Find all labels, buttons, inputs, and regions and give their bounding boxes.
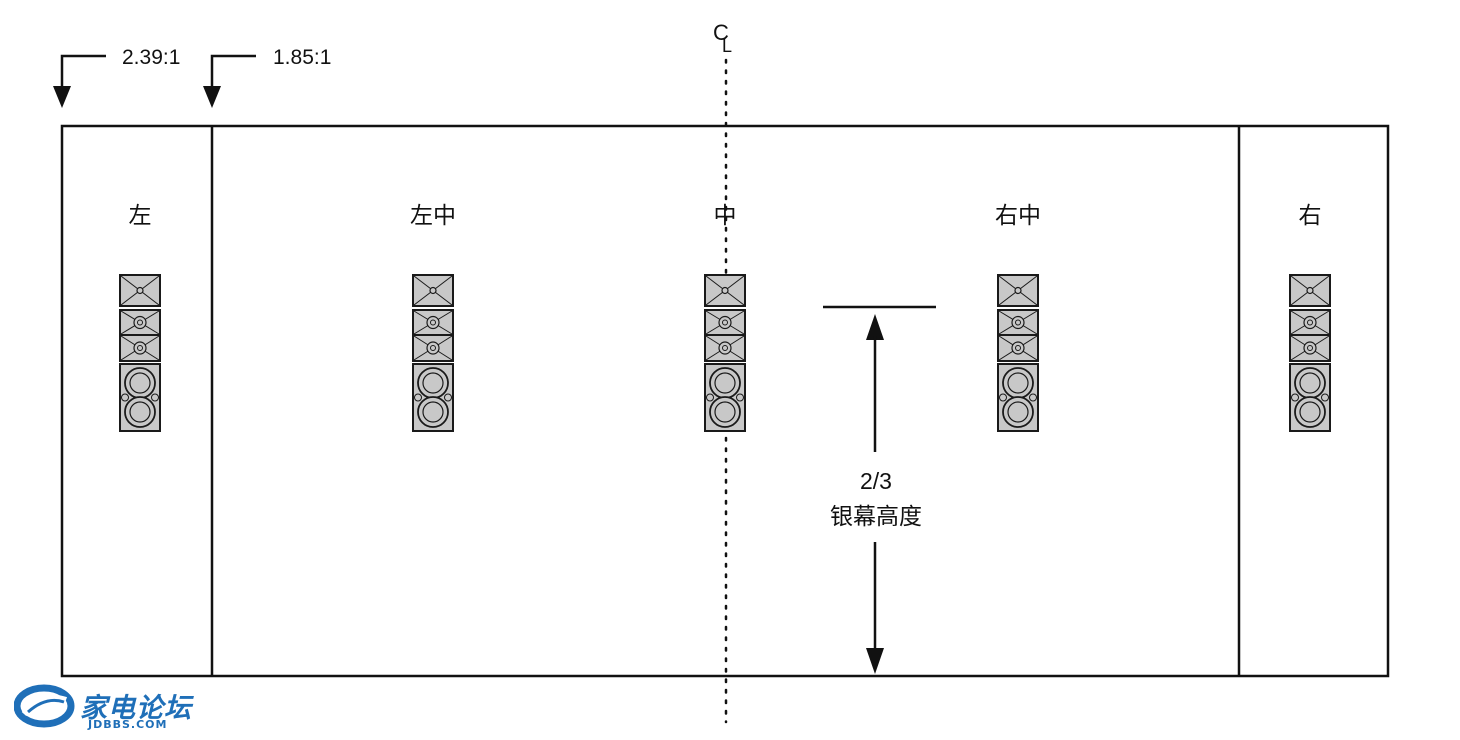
height-marker-down-arrow — [866, 648, 884, 674]
height-marker-up-arrow — [866, 314, 884, 340]
centerline-symbol-c: C — [713, 20, 729, 45]
centerline-symbol-l: L — [722, 36, 732, 56]
ratio-239-pointer: 2.39:1 — [53, 46, 180, 108]
ratio-239-label: 2.39:1 — [122, 46, 180, 69]
height-marker-caption: 银幕高度 — [830, 504, 922, 530]
centerline: C L — [713, 20, 732, 724]
speaker-cabinet-icon — [412, 274, 454, 432]
ratio-185-pointer: 1.85:1 — [203, 46, 331, 108]
speaker-label: 左 — [129, 203, 152, 229]
height-marker: 2/3 银幕高度 — [823, 305, 936, 674]
speaker-label: 中 — [714, 203, 737, 229]
speaker-group: 左 — [119, 203, 161, 432]
speaker-label: 左中 — [410, 203, 456, 229]
speaker-group: 左中 — [410, 203, 456, 432]
speaker-cabinet-icon — [1289, 274, 1331, 432]
watermark-name: 家电论坛 — [80, 693, 192, 724]
watermark-logo: 家电论坛 JDBBS.COM — [14, 684, 214, 732]
speaker-row: 左 左中 中 右中 右 — [119, 203, 1331, 432]
speaker-group: 右中 — [995, 203, 1041, 432]
speaker-cabinet-icon — [704, 274, 746, 432]
speaker-group: 右 — [1289, 203, 1331, 432]
height-marker-fraction: 2/3 — [860, 468, 892, 494]
watermark-domain: JDBBS.COM — [88, 718, 168, 731]
ratio-185-label: 1.85:1 — [273, 46, 331, 69]
speaker-label: 右中 — [995, 203, 1041, 229]
speaker-label: 右 — [1299, 203, 1322, 229]
speaker-cabinet-icon — [997, 274, 1039, 432]
brand-swoosh-icon — [14, 684, 75, 728]
speaker-group: 中 — [704, 203, 746, 432]
speaker-cabinet-icon — [119, 274, 161, 432]
